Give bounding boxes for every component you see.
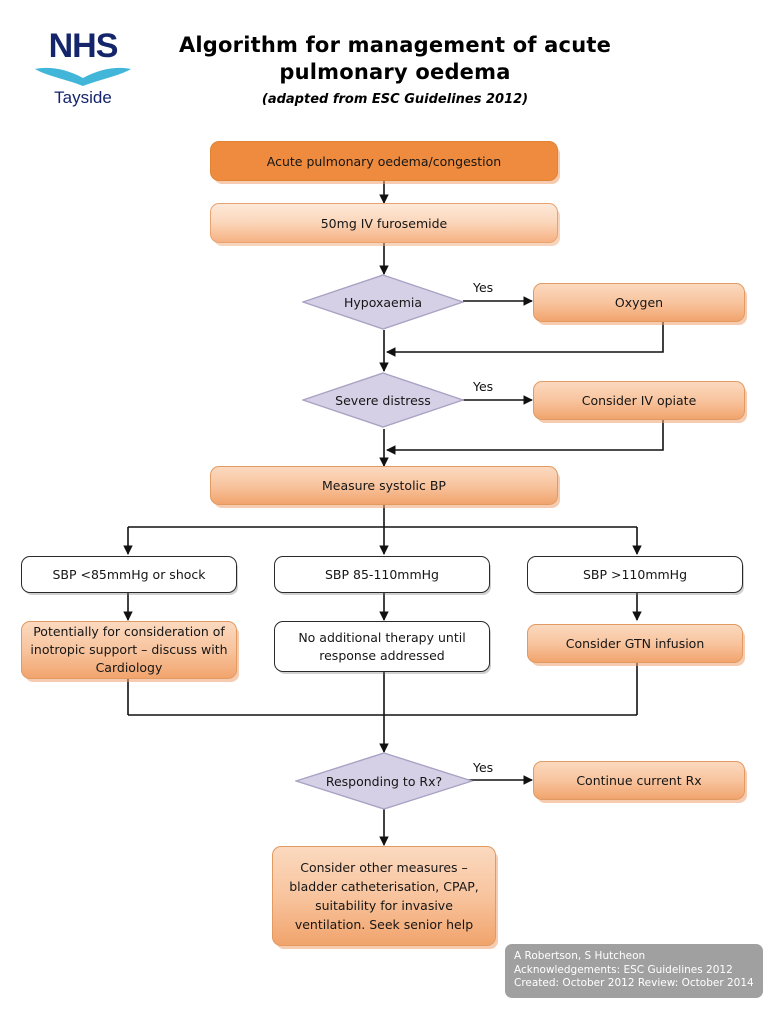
diamond-shape (302, 372, 464, 428)
node-label: SBP 85-110mmHg (325, 567, 439, 582)
node-sbp-high[interactable]: SBP >110mmHg (527, 556, 743, 593)
node-continue-current-rx[interactable]: Continue current Rx (533, 761, 745, 800)
node-label: Severe distress (335, 392, 431, 408)
decision-severe-distress[interactable]: Severe distress (302, 372, 464, 428)
node-label: 50mg IV furosemide (320, 215, 448, 231)
node-label: Oxygen (614, 295, 664, 310)
edge-label-yes-responding: Yes (473, 760, 494, 775)
node-sbp-low[interactable]: SBP <85mmHg or shock (21, 556, 237, 593)
credit-block: A Robertson, S Hutcheon Acknowledgements… (505, 944, 763, 998)
diamond-shape (295, 752, 473, 810)
nhs-tayside-logo: NHS Tayside (30, 22, 136, 120)
node-label: Responding to Rx? (325, 773, 443, 789)
node-label: No additional therapy until response add… (298, 629, 466, 663)
node-consider-gtn-infusion[interactable]: Consider GTN infusion (527, 624, 743, 663)
node-furosemide[interactable]: 50mg IV furosemide (210, 203, 558, 243)
node-sbp-mid[interactable]: SBP 85-110mmHg (274, 556, 490, 593)
node-label: Consider IV opiate (581, 393, 697, 408)
decision-hypoxaemia[interactable]: Hypoxaemia (302, 274, 464, 330)
credit-authors: A Robertson, S Hutcheon (514, 950, 646, 962)
credit-acknowledgements: Acknowledgements: ESC Guidelines 2012 (514, 963, 733, 976)
node-label: Potentially for consideration of inotrop… (30, 624, 228, 675)
node-label: Consider GTN infusion (565, 636, 705, 651)
tayside-wordmark: Tayside (54, 88, 112, 107)
node-consider-iv-opiate[interactable]: Consider IV opiate (533, 381, 745, 420)
node-acute-pulmonary-oedema[interactable]: Acute pulmonary oedema/congestion (210, 141, 558, 181)
nhs-wave-icon (35, 67, 131, 86)
node-label: Acute pulmonary oedema/congestion (266, 153, 502, 169)
credit-dates: Created: October 2012 Review: October 20… (514, 977, 754, 989)
node-label: SBP <85mmHg or shock (52, 567, 206, 582)
node-label: SBP >110mmHg (582, 567, 688, 582)
edge-label-yes-distress: Yes (473, 379, 494, 394)
node-label: Hypoxaemia (343, 294, 423, 310)
node-label: Measure systolic BP (322, 478, 446, 493)
node-oxygen[interactable]: Oxygen (533, 283, 745, 322)
node-label: Consider other measures – bladder cathet… (289, 860, 479, 932)
node-no-additional-therapy[interactable]: No additional therapy until response add… (274, 621, 490, 672)
page-subtitle: (adapted from ESC Guidelines 2012) (261, 92, 529, 107)
diamond-shape (302, 274, 464, 330)
node-consider-other-measures[interactable]: Consider other measures – bladder cathet… (272, 846, 496, 946)
node-inotropic-support[interactable]: Potentially for consideration of inotrop… (21, 621, 237, 679)
decision-responding-to-rx[interactable]: Responding to Rx? (295, 752, 473, 810)
nhs-wordmark: NHS (48, 27, 119, 65)
edge-label-yes-hypoxaemia: Yes (473, 280, 494, 295)
node-measure-systolic-bp[interactable]: Measure systolic BP (210, 466, 558, 505)
node-label: Continue current Rx (576, 773, 702, 788)
page-title: Algorithm for management of acute pulmon… (178, 33, 612, 84)
